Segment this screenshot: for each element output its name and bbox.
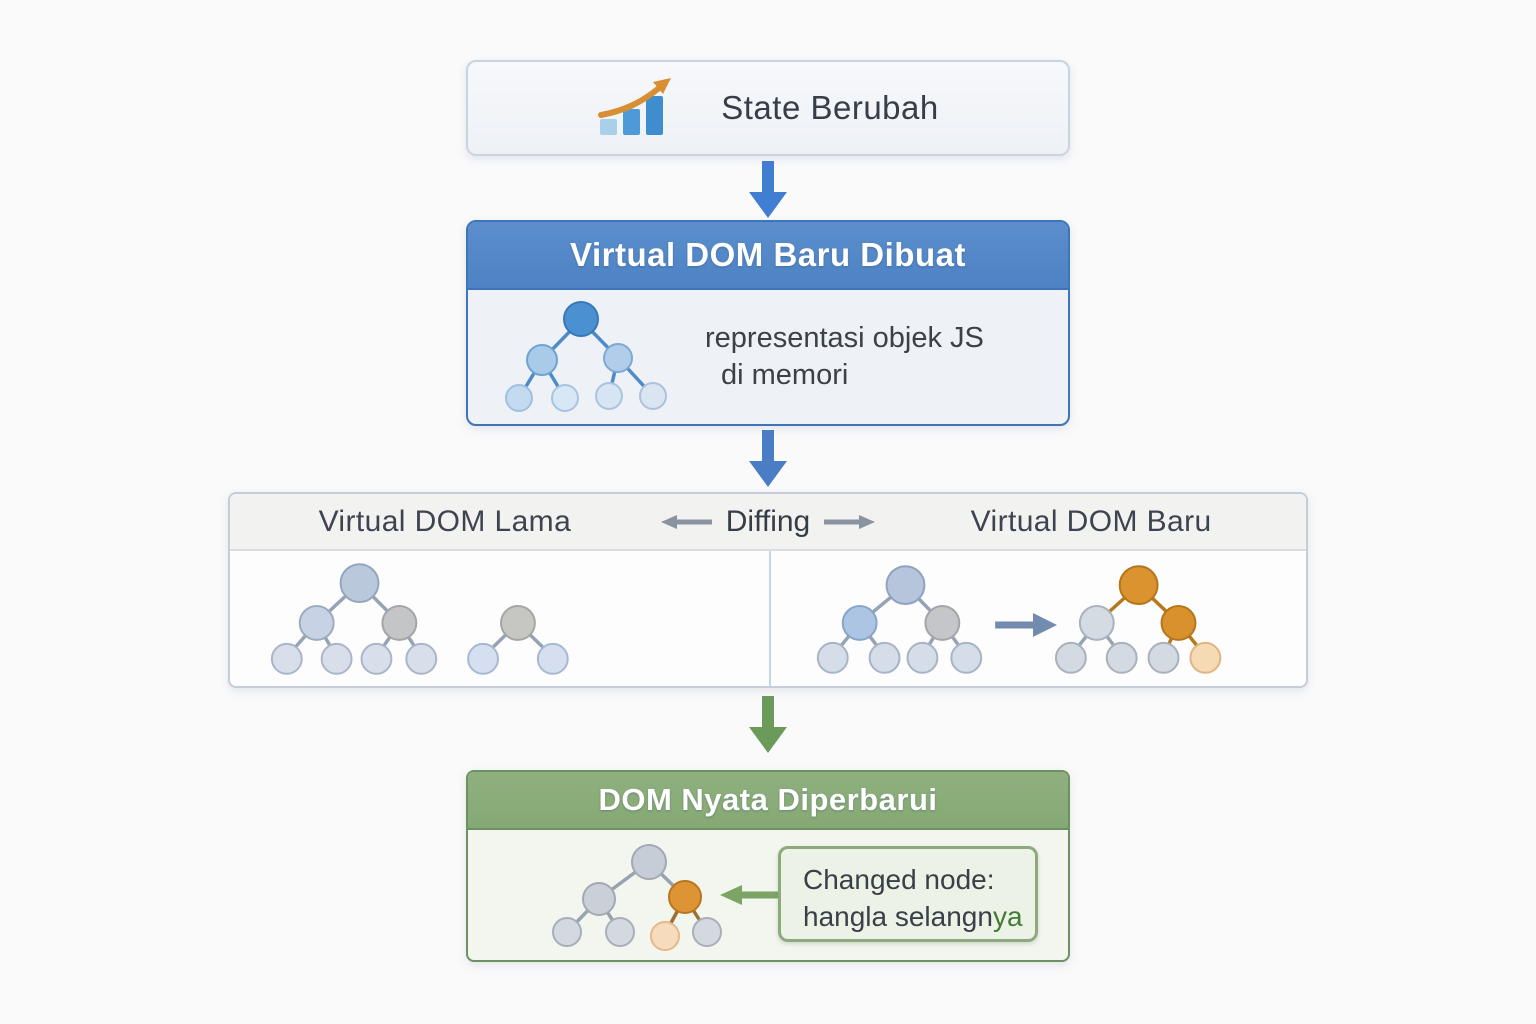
arrow-down-icon (744, 696, 792, 754)
description-line-1: representasi objek JS (705, 321, 984, 354)
callout-line-2-accent: ya (992, 900, 1023, 932)
new-virtual-dom-description: representasi objek JS di memori (705, 320, 984, 394)
arrow-down-icon (744, 430, 792, 488)
changed-node (668, 880, 702, 914)
new-virtual-dom-body: representasi objek JS di memori (468, 290, 1068, 424)
new-vdom-diff-trees-icon (816, 565, 1222, 674)
old-vdom-trees-icon (270, 563, 569, 675)
real-dom-updated-box: DOM Nyata Diperbarui (466, 770, 1070, 962)
state-changed-box: State Berubah (466, 60, 1070, 156)
new-virtual-dom-box: Virtual DOM Baru Dibuat representasi obj… (466, 220, 1070, 426)
new-virtual-dom-header: Virtual DOM Baru Dibuat (468, 222, 1068, 290)
arrow-down-icon (744, 161, 792, 219)
changed-node (1118, 565, 1159, 606)
callout-line-2: hangla selangnya (803, 899, 1035, 936)
old-virtual-dom-title: Virtual DOM Lama (318, 504, 572, 538)
real-dom-header: DOM Nyata Diperbarui (468, 772, 1068, 830)
diffing-label: Diffing (725, 504, 811, 538)
real-dom-tree-icon (552, 844, 722, 951)
changed-node (1160, 605, 1197, 641)
arrow-right-icon (824, 514, 876, 529)
changed-node (650, 921, 680, 951)
arrow-left-icon (720, 885, 778, 905)
panel-divider (769, 551, 771, 686)
arrow-left-icon (660, 514, 712, 529)
arrow-right-icon (1033, 613, 1057, 637)
callout-line-2-main: hangla selangn (803, 900, 993, 932)
changed-node (1189, 641, 1222, 674)
changed-node-callout: Changed node: hangla selangnya (778, 846, 1038, 942)
real-dom-body: Changed node: hangla selangnya (468, 830, 1068, 960)
description-line-2: di memori (721, 359, 849, 391)
diffing-panel: Virtual DOM Lama Diffing Virtual DOM Bar… (228, 492, 1308, 688)
callout-line-1: Changed node: (803, 864, 995, 895)
vdom-tree-icon (505, 301, 667, 412)
new-virtual-dom-column-title: Virtual DOM Baru (970, 504, 1212, 538)
diffing-header: Virtual DOM Lama Diffing Virtual DOM Bar… (230, 494, 1306, 551)
state-box-title: State Berubah (721, 89, 939, 126)
bar-chart-trend-icon (598, 78, 672, 135)
diffing-label-group: Diffing (660, 505, 877, 539)
new-virtual-dom-title: Virtual DOM Baru Dibuat (570, 236, 966, 273)
real-dom-title: DOM Nyata Diperbarui (598, 782, 938, 817)
diffing-body (230, 551, 1306, 686)
